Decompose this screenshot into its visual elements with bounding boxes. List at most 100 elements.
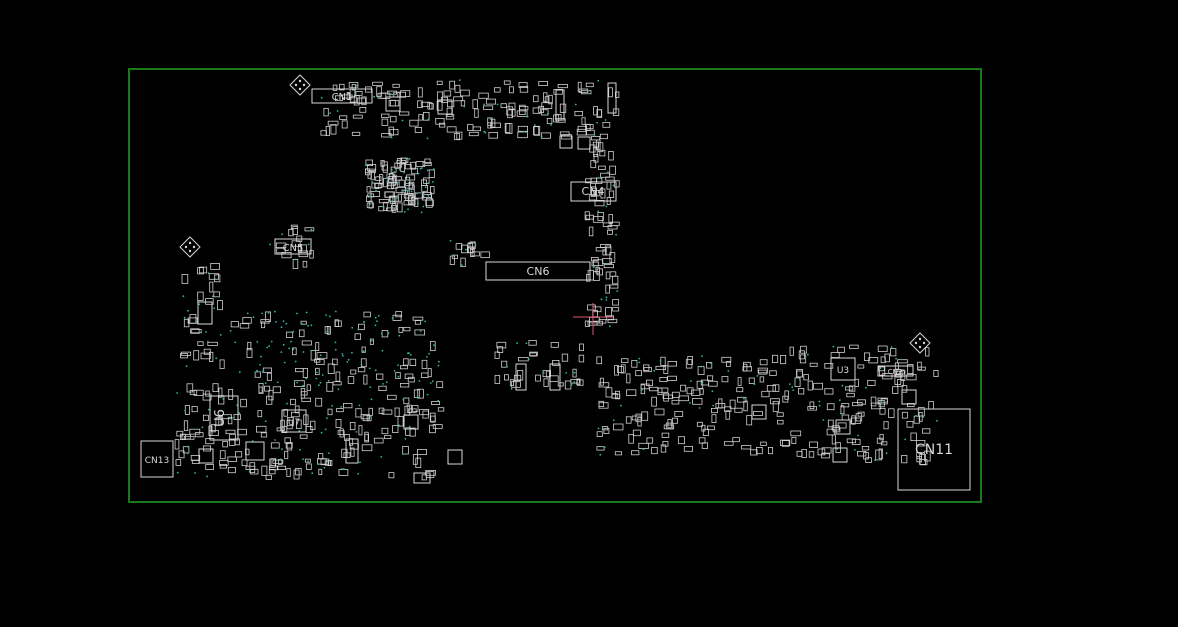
component-u3[interactable]: U3 <box>830 357 856 381</box>
component-u6[interactable]: U6 <box>209 395 239 441</box>
smd-pad <box>460 257 466 268</box>
via <box>700 365 702 368</box>
component-u7[interactable]: U7 <box>281 409 307 433</box>
via <box>219 334 222 336</box>
smd-pad <box>306 384 311 391</box>
via <box>187 309 189 312</box>
via <box>369 415 372 417</box>
smd-pad <box>409 119 419 127</box>
smd-pad <box>365 168 376 174</box>
smd-pad <box>708 380 718 387</box>
smd-pad <box>655 365 667 370</box>
smd-pad <box>621 358 629 364</box>
via <box>310 349 312 352</box>
smd-pad <box>268 468 276 475</box>
smd-pad <box>255 425 267 433</box>
smd-pad <box>851 415 856 425</box>
via <box>205 331 207 333</box>
smd-pad <box>605 284 610 294</box>
via <box>606 262 609 265</box>
smd-pad <box>593 106 598 116</box>
smd-pad <box>378 385 387 392</box>
smd-pad <box>654 408 665 416</box>
via <box>261 312 263 315</box>
via <box>186 445 189 448</box>
smd-pad <box>626 373 631 384</box>
component-cn2[interactable]: CN2 <box>877 365 914 377</box>
smd-pad <box>746 415 753 426</box>
smd-pad <box>599 133 608 140</box>
component-cn5[interactable]: CN5 <box>274 238 312 255</box>
component-cn4[interactable]: CN4 <box>570 181 617 202</box>
via <box>422 205 425 208</box>
via <box>337 388 340 391</box>
smd-pad <box>529 351 538 357</box>
smd-pad <box>758 369 768 375</box>
smd-pad <box>598 165 606 171</box>
via <box>712 404 714 407</box>
smd-pad <box>406 404 412 413</box>
smd-pad <box>632 429 641 437</box>
via <box>346 361 349 363</box>
smd-pad <box>234 438 240 446</box>
via <box>238 371 241 374</box>
smd-pad <box>422 191 432 198</box>
smd-pad <box>742 366 753 372</box>
smd-pad <box>363 311 371 318</box>
via <box>357 472 360 475</box>
smd-pad <box>467 246 475 254</box>
vias-layer <box>176 79 938 478</box>
smd-pad <box>355 408 362 418</box>
via <box>533 124 536 126</box>
smd-pad <box>389 196 396 204</box>
via <box>264 420 267 423</box>
via <box>638 361 641 364</box>
smd-pad <box>390 204 398 211</box>
via <box>296 381 299 384</box>
smd-pad <box>557 382 564 387</box>
smd-pad <box>641 411 649 421</box>
via <box>753 383 756 385</box>
smd-pad <box>924 450 931 462</box>
smd-pad <box>227 466 236 474</box>
via <box>463 105 466 108</box>
smd-pad <box>337 430 345 435</box>
via <box>483 103 485 106</box>
smd-pad <box>605 245 612 256</box>
smd-pad <box>667 360 678 367</box>
smd-pad <box>724 406 732 412</box>
smd-pad <box>671 399 680 405</box>
via <box>359 461 361 464</box>
smd-pad <box>378 407 385 414</box>
component-cn6[interactable]: CN6 <box>485 261 591 281</box>
smd-pad <box>344 433 350 441</box>
component-cn1[interactable]: CN1 <box>311 88 373 104</box>
smd-pad <box>189 314 197 324</box>
smd-pad <box>381 161 388 171</box>
smd-pad <box>411 196 416 206</box>
smd-pad <box>867 379 876 386</box>
component-cn13[interactable]: CN13 <box>140 440 174 478</box>
component-cn11[interactable]: CN11 <box>897 408 971 491</box>
smd-pad <box>711 407 718 414</box>
smd-pad <box>612 275 619 285</box>
smd-pad <box>901 385 908 393</box>
smd-pad <box>533 95 539 103</box>
smd-pad <box>769 370 777 376</box>
via <box>364 164 367 167</box>
smd-pad <box>732 437 740 443</box>
smd-pad <box>864 352 871 361</box>
smd-pad <box>230 321 239 328</box>
via <box>280 326 283 329</box>
smd-pad <box>588 226 594 237</box>
via <box>281 448 283 451</box>
via <box>215 357 218 360</box>
via <box>391 317 394 320</box>
smd-pad <box>600 243 611 249</box>
smd-pad <box>572 368 577 378</box>
smd-pad <box>737 377 742 386</box>
smd-pad <box>893 369 905 375</box>
smd-pad <box>686 387 694 395</box>
via <box>832 345 835 348</box>
